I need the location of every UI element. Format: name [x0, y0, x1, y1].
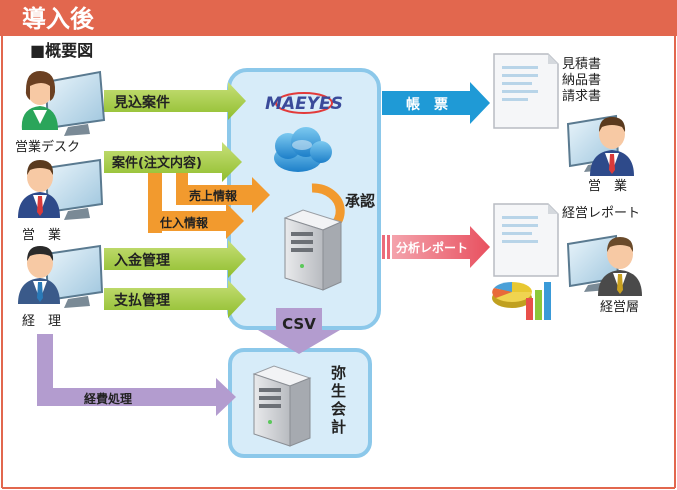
svg-text:入金管理: 入金管理 — [114, 252, 170, 269]
sales-label: 営 業 — [22, 227, 61, 243]
cases-arrow: 案件(注文内容) — [104, 142, 242, 182]
payment-received-arrow: 入金管理 — [104, 240, 246, 278]
sales-desk-person-icon — [21, 70, 106, 136]
report-document-icon — [493, 203, 559, 277]
svg-text:MAEYES: MAEYES — [265, 94, 343, 114]
expenses-arrow: 経費処理 — [37, 334, 236, 416]
management-person-icon — [566, 234, 642, 296]
cloud-icon — [274, 127, 332, 172]
svg-text:帳 票: 帳 票 — [406, 96, 448, 113]
svg-text:請求書: 請求書 — [562, 89, 601, 104]
pie-chart-icon — [492, 282, 532, 308]
analysis-report-arrow: 分析レポート — [382, 226, 490, 268]
svg-text:納品書: 納品書 — [562, 73, 601, 88]
svg-text:CSV: CSV — [282, 315, 316, 333]
svg-text:弥: 弥 — [331, 364, 346, 382]
sales-info-label: 売上情報 — [189, 188, 238, 203]
svg-text:計: 計 — [331, 418, 346, 436]
maeyes-logo: MAEYES — [265, 92, 343, 114]
sales-right-label: 営 業 — [588, 178, 627, 194]
csv-arrow: CSV — [258, 308, 340, 354]
management-label: 経営層 — [600, 300, 639, 315]
prospects-arrow: 見込案件 — [104, 82, 246, 120]
payment-made-arrow: 支払管理 — [104, 280, 246, 318]
svg-text:生: 生 — [331, 382, 346, 400]
forms-document-icon — [493, 53, 559, 129]
sales-desk-label: 営業デスク — [15, 139, 80, 155]
accounting-system-label: 弥 生 会 計 — [331, 364, 346, 436]
report-document-label: 経営レポート — [562, 206, 640, 221]
forms-arrow: 帳 票 — [382, 82, 490, 124]
svg-text:支払管理: 支払管理 — [113, 292, 170, 309]
accounting-person-icon — [18, 244, 104, 308]
bar-chart-icon — [526, 282, 551, 320]
page-title: 導入後 — [22, 5, 95, 33]
sales-person-icon — [18, 158, 104, 220]
forms-document-labels: 見積書 納品書 請求書 — [562, 57, 601, 104]
svg-text:見積書: 見積書 — [562, 57, 601, 72]
sales-right-person-icon — [566, 114, 634, 176]
purchase-info-label: 仕入情報 — [159, 215, 209, 230]
svg-text:見込案件: 見込案件 — [113, 94, 170, 111]
svg-text:会: 会 — [331, 400, 346, 418]
svg-text:案件(注文内容): 案件(注文内容) — [111, 155, 202, 171]
accounting-server-icon — [252, 365, 312, 447]
header-bar — [0, 0, 677, 36]
accounting-label: 経 理 — [22, 314, 61, 329]
main-server-icon — [283, 209, 343, 291]
diagram-subtitle: ■概要図 — [30, 41, 93, 60]
svg-text:経費処理: 経費処理 — [84, 391, 132, 406]
orange-flow-arrows — [148, 173, 270, 239]
svg-text:分析レポート: 分析レポート — [396, 240, 468, 255]
approval-label: 承認 — [345, 192, 375, 210]
